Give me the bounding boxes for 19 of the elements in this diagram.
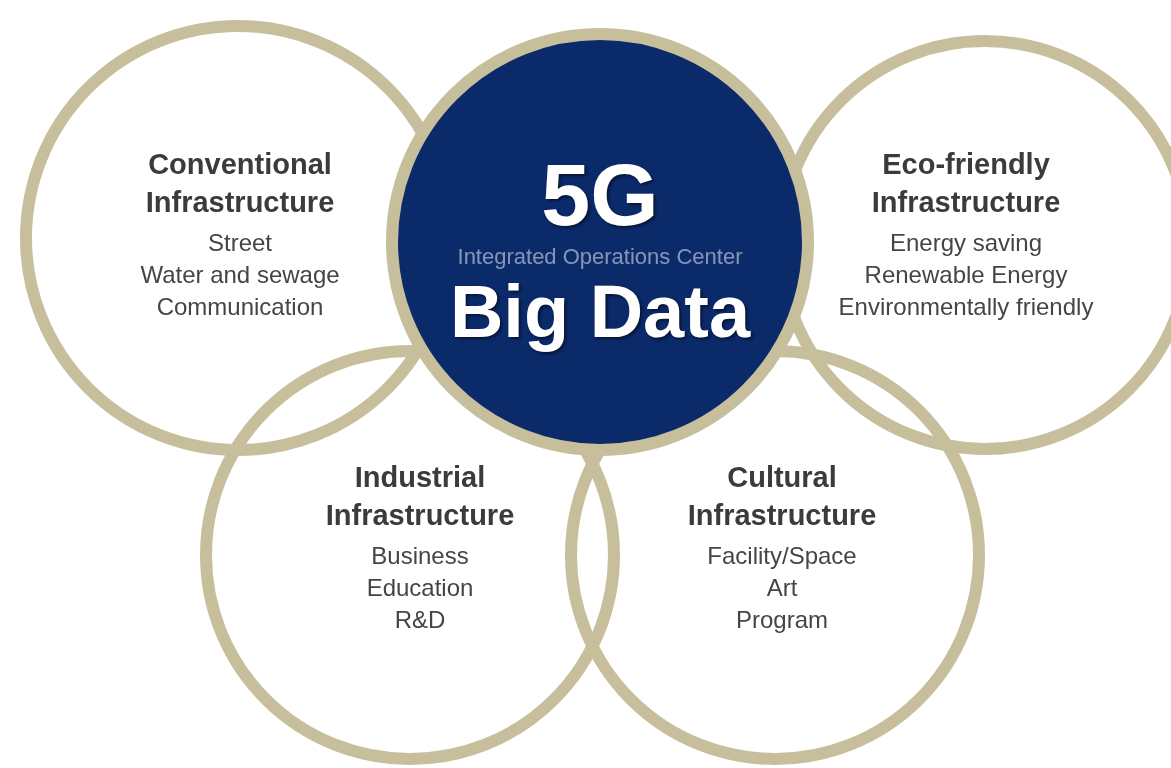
list-item: Environmentally friendly [838,292,1094,322]
list-item: Renewable Energy [864,260,1068,290]
list-item: Art [766,573,798,603]
list-item: Program [736,605,828,635]
faint-label: Integrated Operations Center [457,244,743,270]
center-title: 5G [541,145,659,245]
circle-heading: Conventional Infrastructure [144,147,336,220]
circle-heading: Cultural Infrastructure [686,460,878,533]
center-title: Big Data [449,269,751,355]
list-item: Energy saving [889,228,1043,258]
list-item: Water and sewage [140,260,340,290]
circle-heading: Industrial Infrastructure [324,460,516,533]
list-item: Business [371,541,469,571]
list-item: Education [366,573,474,603]
list-item: Communication [156,292,324,322]
list-item: R&D [394,605,446,635]
circle-heading: Eco-friendly Infrastructure [870,147,1062,220]
list-item: Street [208,228,272,258]
list-item: Facility/Space [707,541,857,571]
